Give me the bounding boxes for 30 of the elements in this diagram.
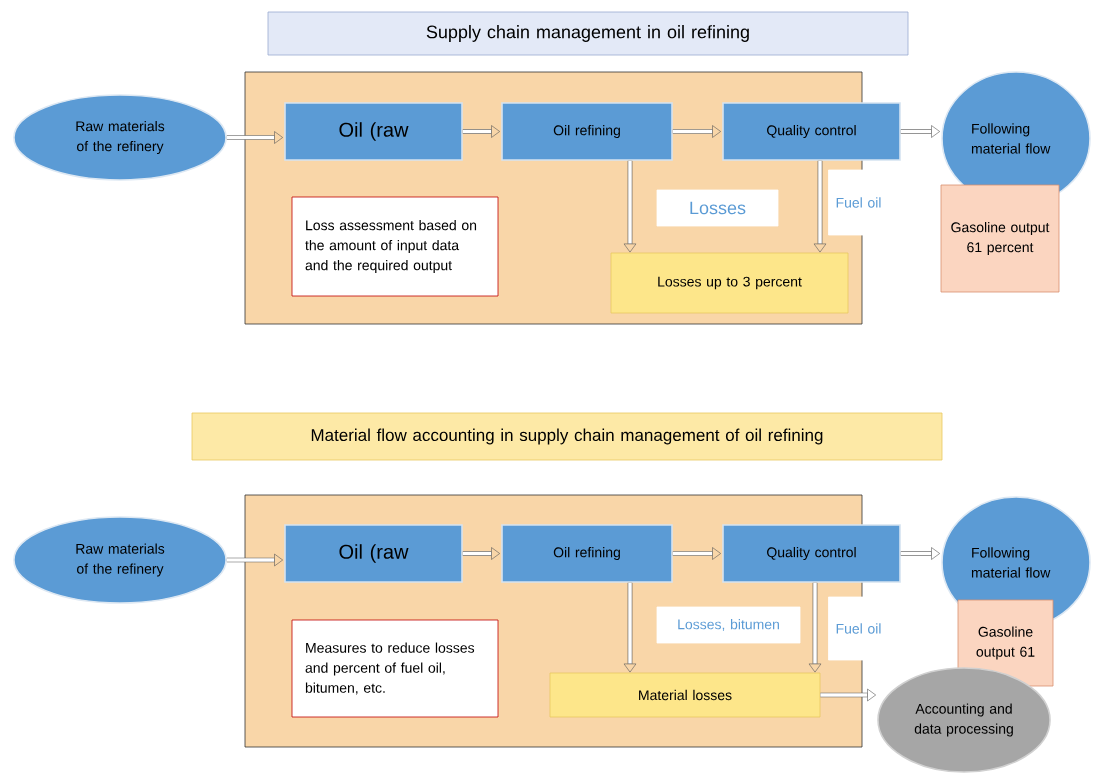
arrow xyxy=(623,582,637,673)
arrow xyxy=(820,688,876,702)
fuel-oil-label: Fuel oil xyxy=(828,596,889,661)
arrow xyxy=(462,125,500,138)
losses-box: Material losses xyxy=(549,672,821,718)
losses-box: Losses up to 3 percent xyxy=(610,252,849,314)
arrow xyxy=(672,547,721,560)
arrow xyxy=(900,125,940,138)
arrow xyxy=(672,125,721,138)
process-box: Oil refining xyxy=(501,524,673,583)
note-box: Measures to reduce losses and percent of fuel oil, bitumen, etc. xyxy=(291,619,499,718)
arrow xyxy=(226,553,283,567)
process-box: Quality control xyxy=(722,102,901,161)
arrow xyxy=(808,582,822,673)
losses-label: Losses xyxy=(656,189,779,227)
process-box: Quality control xyxy=(722,524,901,583)
output-box: Gasoline output 61 percent xyxy=(940,184,1060,293)
process-box: Oil refining xyxy=(501,102,673,161)
arrow xyxy=(900,547,940,560)
title-box: Material flow accounting in supply chain management of oil refining xyxy=(191,412,943,461)
title-box: Supply chain management in oil refining xyxy=(267,11,909,56)
process-box: Oil (raw xyxy=(284,102,463,161)
fuel-oil-label: Fuel oil xyxy=(828,169,889,236)
process-box: Oil (raw xyxy=(284,524,463,583)
arrow xyxy=(813,160,827,253)
note-box: Loss assessment based on the amount of input data and the required output xyxy=(291,196,499,297)
arrow xyxy=(226,131,283,144)
arrow xyxy=(623,160,637,253)
arrow xyxy=(462,547,500,560)
losses-label: Losses, bitumen xyxy=(656,606,801,644)
